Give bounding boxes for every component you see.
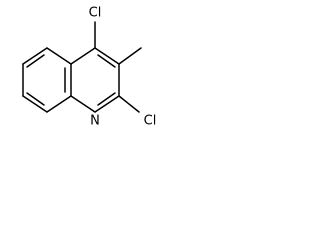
cl-bottom-label-bg	[139, 114, 159, 128]
bond-c4a-c4	[70, 47, 96, 65]
bond-c3-methyl	[118, 47, 142, 65]
quinoline-structure: Cl N Cl	[22, 5, 159, 129]
cl-top-label-bg	[86, 5, 104, 20]
bond-c4-c3	[94, 47, 120, 65]
bond-c5-c6	[22, 47, 48, 65]
bond-n1-c8a	[70, 95, 96, 113]
bond-c6-c6-inner	[26, 54, 45, 68]
chlorine-2-label: Cl	[144, 114, 157, 129]
n-label-bg	[89, 114, 101, 128]
bond-c2-n1	[94, 95, 120, 113]
nitrogen-1-label: N	[90, 114, 100, 129]
bond-c2-cl	[118, 95, 140, 113]
chlorine-4-label: Cl	[89, 6, 102, 21]
bond-c7-c8	[22, 95, 48, 113]
bond-c4a-c5	[46, 47, 72, 65]
bond-c2-n1-inner	[97, 92, 116, 106]
bond-c8-c8a	[46, 95, 72, 113]
bond-c4-c3-inner	[97, 54, 116, 68]
bond-c7-c8-inner	[26, 92, 45, 106]
